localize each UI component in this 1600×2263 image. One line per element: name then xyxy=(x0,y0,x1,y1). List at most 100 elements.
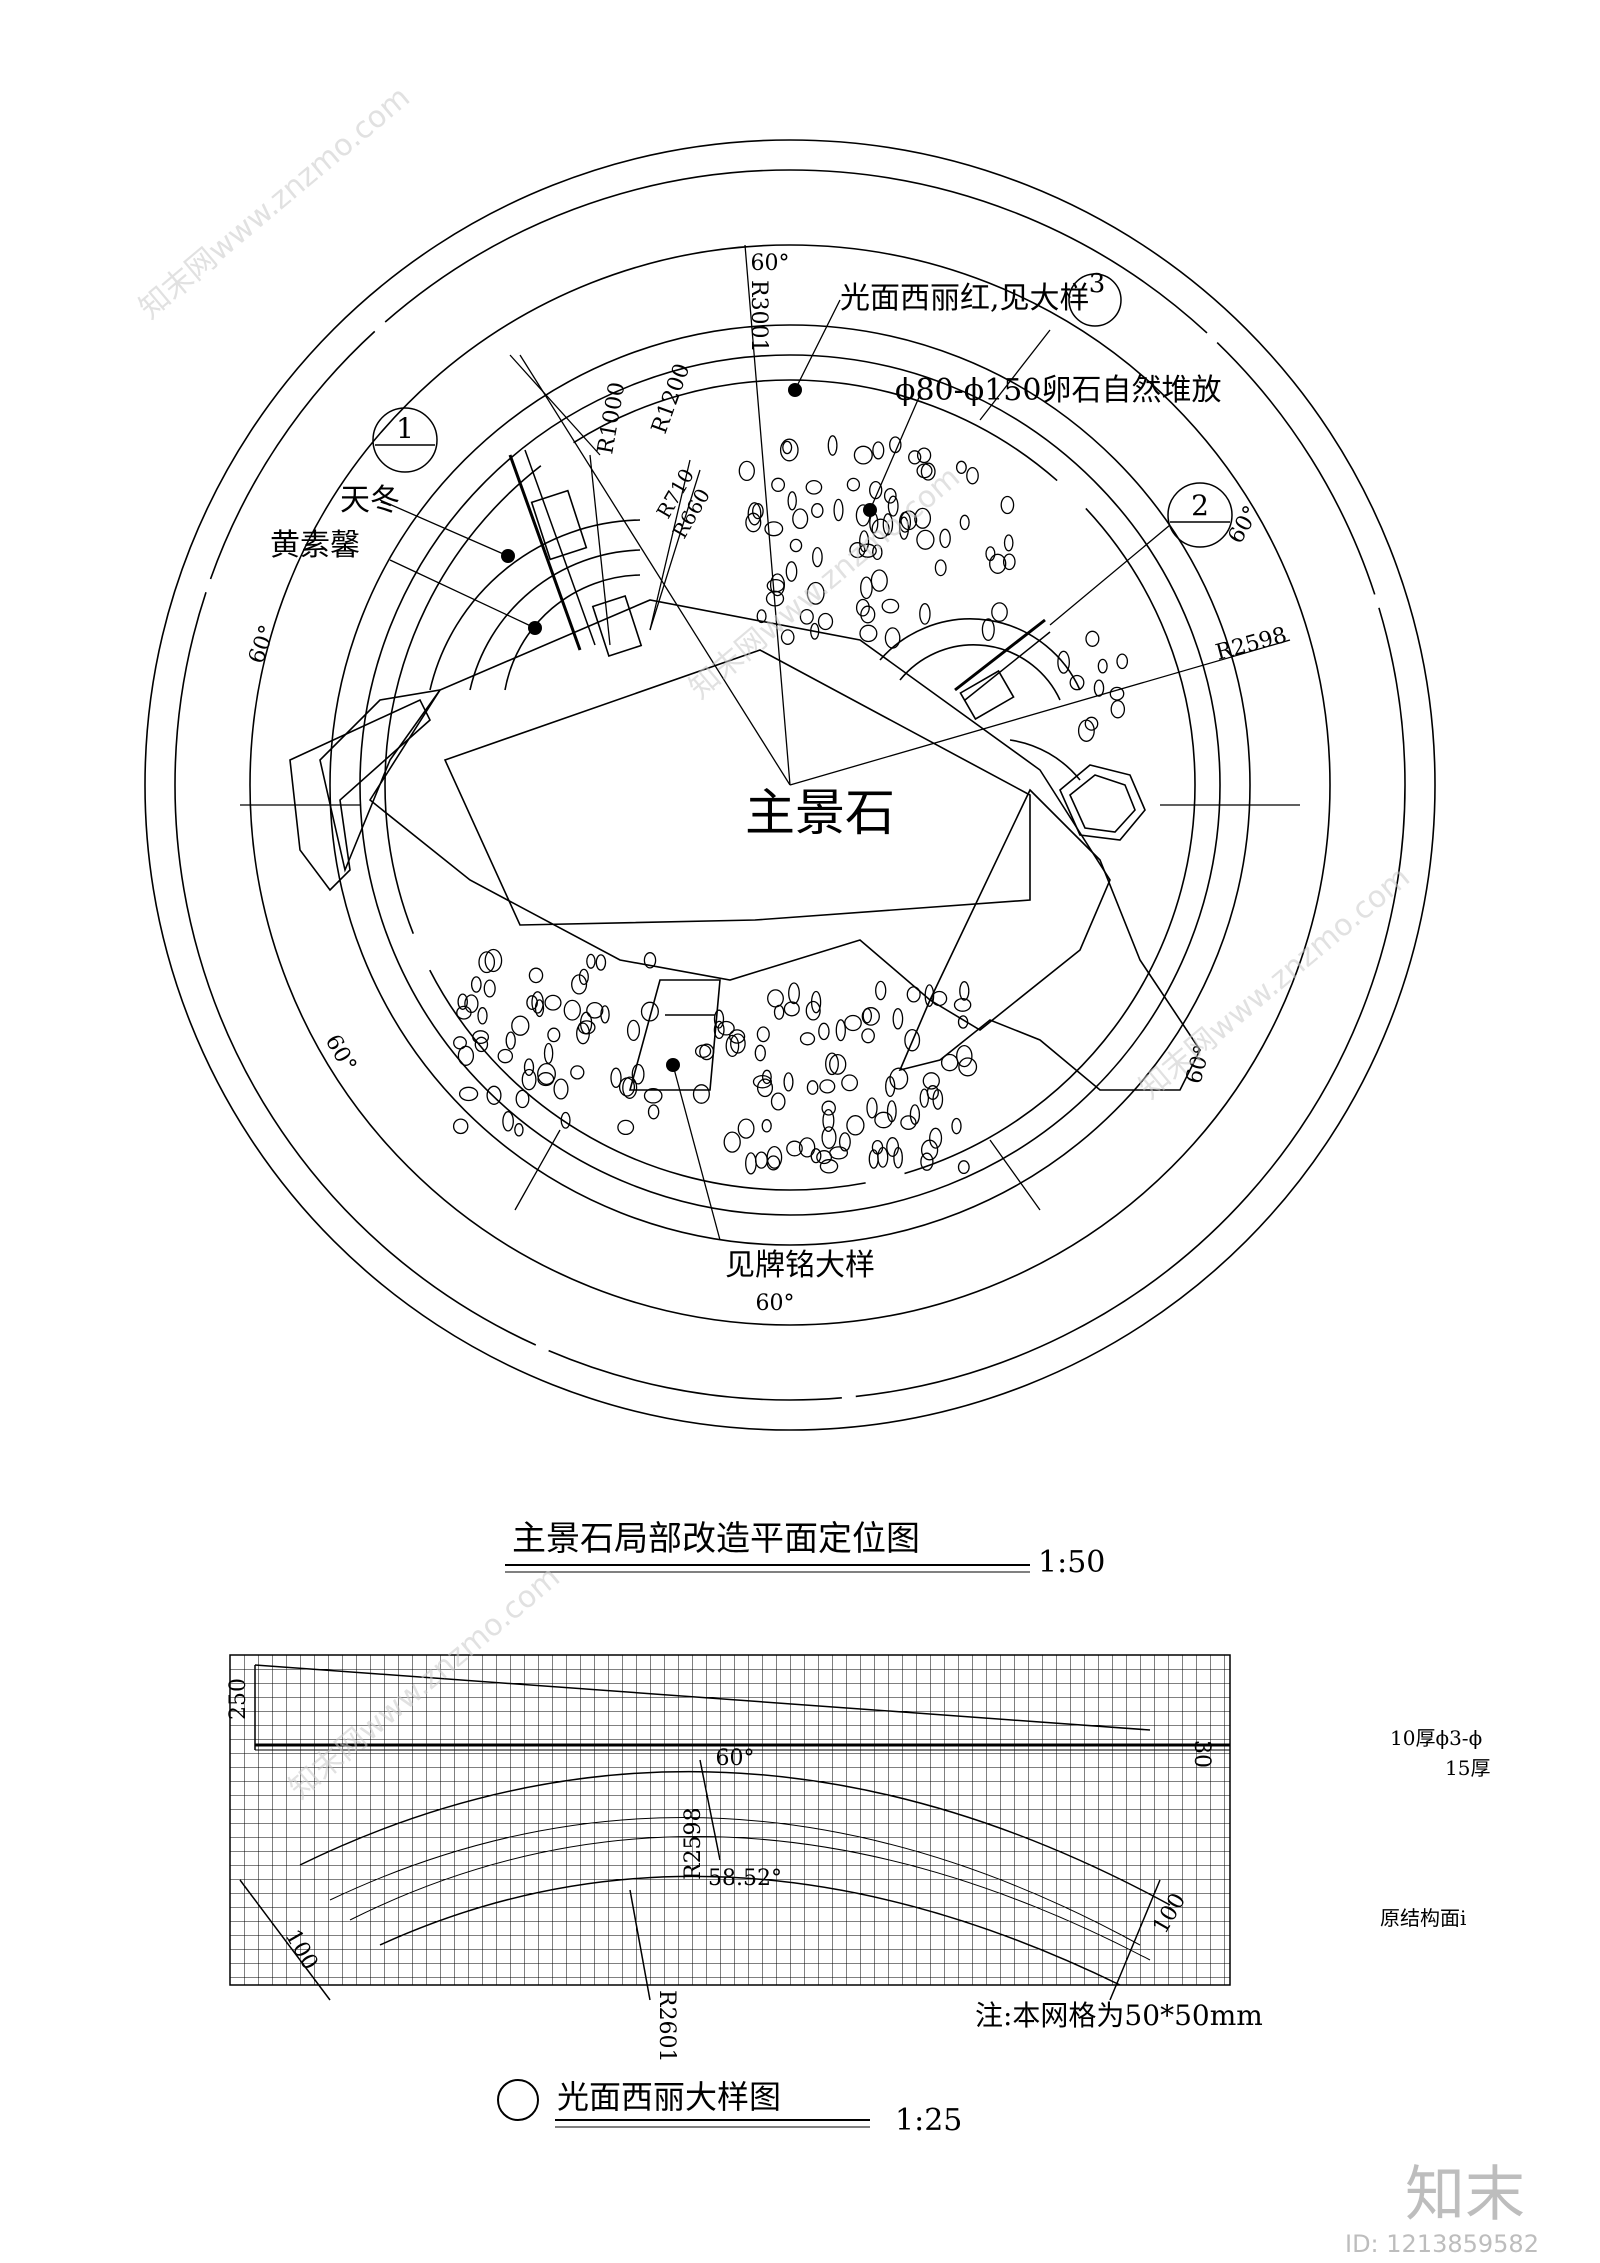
pebble xyxy=(906,986,921,1003)
pebble xyxy=(786,1140,803,1157)
pebble xyxy=(756,609,767,624)
pebble xyxy=(922,1072,940,1090)
detail-scale: 1:25 xyxy=(895,2103,962,2138)
watermark-brand: 知末 xyxy=(1405,2160,1525,2230)
outer-arc-2 xyxy=(329,1817,1141,1946)
pebble xyxy=(916,529,935,550)
pebble xyxy=(780,629,795,645)
pebble xyxy=(578,968,589,986)
pebble xyxy=(1084,716,1099,731)
pebble xyxy=(931,990,948,1007)
pebble xyxy=(868,1149,879,1169)
angle-label-top: 60° xyxy=(751,251,790,276)
pebble xyxy=(889,1067,909,1090)
left-planter-arc-3 xyxy=(504,574,641,691)
pebble xyxy=(783,1072,794,1092)
pebble xyxy=(877,1146,889,1168)
pebble xyxy=(571,974,588,995)
pebble xyxy=(622,1076,638,1099)
dim-250: 250 xyxy=(226,1678,251,1720)
pebble xyxy=(643,1088,663,1104)
pebble xyxy=(833,498,844,522)
right-planter-arc-3 xyxy=(1009,739,1081,781)
pebble xyxy=(547,1027,561,1043)
pebble xyxy=(861,1028,875,1044)
pebble xyxy=(981,618,995,641)
pebble xyxy=(1069,674,1085,691)
pebble xyxy=(631,1063,645,1085)
pebble xyxy=(892,1008,904,1030)
pebble xyxy=(805,479,823,495)
division-lines xyxy=(240,244,1300,1211)
pebble xyxy=(457,1045,475,1066)
pebble xyxy=(806,581,825,605)
pebble xyxy=(526,995,538,1011)
right-planter-arc-2 xyxy=(899,644,1061,701)
pebble xyxy=(737,1118,755,1139)
pebble xyxy=(884,627,901,649)
pebble xyxy=(692,1084,710,1104)
pebble xyxy=(821,1100,836,1116)
radius-label-r3001: R3001 xyxy=(746,280,771,353)
angle-label-bottom: 60° xyxy=(756,1291,795,1316)
pebble xyxy=(640,1001,659,1022)
pebble xyxy=(810,990,822,1014)
outer-ring-inner xyxy=(174,169,1406,1401)
section-mark-2: 2 xyxy=(1167,482,1233,548)
pebble xyxy=(785,561,798,582)
pebble xyxy=(754,1044,766,1062)
pebble xyxy=(647,1104,660,1120)
pebble xyxy=(989,553,1007,574)
pebble xyxy=(728,1029,746,1044)
dim-30: 30 xyxy=(1189,1740,1214,1768)
outer-ring xyxy=(144,139,1436,1431)
pebble xyxy=(788,982,800,1005)
pebble xyxy=(849,542,866,559)
pebble xyxy=(752,1074,772,1089)
pebble xyxy=(505,1031,516,1050)
pebble xyxy=(1093,679,1105,697)
callout-dots xyxy=(501,383,877,1072)
red-stone-callout: 光面西丽红,见大样 xyxy=(840,281,1090,316)
inner-arc-2 xyxy=(349,1836,1151,1961)
pebble xyxy=(521,1068,537,1091)
pebble xyxy=(916,463,933,479)
pebble xyxy=(537,1072,555,1087)
angle-label-lower-left: 60° xyxy=(320,1031,361,1077)
pebble xyxy=(470,976,482,993)
pebble xyxy=(817,612,834,631)
section-mark-1-label: 1 xyxy=(396,412,414,445)
pebble xyxy=(754,1151,768,1169)
planter-ring-mid xyxy=(329,324,1251,1246)
pebble xyxy=(456,1005,472,1020)
pebble xyxy=(595,954,607,971)
pebble xyxy=(543,1042,554,1064)
pebble xyxy=(1110,699,1126,719)
pebble xyxy=(929,1127,943,1149)
inner-arc xyxy=(379,1875,1121,1986)
pebble xyxy=(483,979,496,998)
pebble xyxy=(829,1146,849,1160)
pebble xyxy=(577,1020,596,1035)
pebble xyxy=(924,984,935,1007)
pebble xyxy=(966,466,979,485)
pebble xyxy=(866,1097,878,1119)
pebble xyxy=(563,999,581,1021)
pebble xyxy=(920,1152,934,1171)
pebble xyxy=(811,503,824,518)
pebble xyxy=(893,1146,903,1169)
left-planter-arc-2 xyxy=(469,549,641,691)
pebble xyxy=(908,450,922,465)
pebble xyxy=(829,1053,847,1075)
pebble xyxy=(544,994,562,1011)
pebble-callout: ϕ80-ϕ150卵石自然堆放 xyxy=(895,373,1221,408)
pebble xyxy=(1085,630,1100,647)
pebble xyxy=(853,445,873,465)
pebble xyxy=(861,1007,880,1026)
stone-outline-3 xyxy=(289,698,431,892)
pebble xyxy=(497,1048,514,1064)
section-mark-3-label: 3 xyxy=(1089,269,1106,299)
pebble xyxy=(586,953,596,969)
radius-label-r1200: R1200 xyxy=(647,360,695,437)
